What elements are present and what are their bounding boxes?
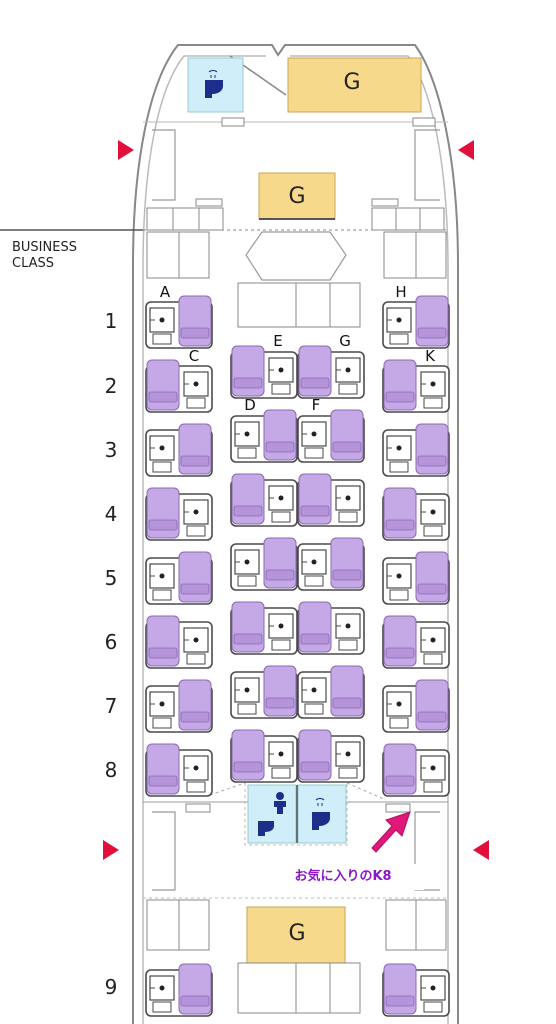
seat-center-left[interactable] — [230, 665, 298, 719]
row-number: 9 — [104, 975, 118, 999]
seat-left[interactable] — [145, 551, 213, 605]
seat-right[interactable] — [382, 551, 450, 605]
seat-left[interactable] — [145, 679, 213, 733]
row-number: 6 — [104, 630, 118, 654]
seat-center-right[interactable] — [297, 601, 365, 655]
galley-label: G — [288, 921, 306, 946]
column-label-d: D — [244, 396, 256, 414]
seat-right[interactable] — [382, 487, 450, 541]
seat-right[interactable] — [382, 743, 450, 797]
seat-center-left[interactable] — [230, 537, 298, 591]
lavatory-icon — [312, 798, 330, 830]
favorite-seat-label: お気に入りのK8 — [262, 864, 424, 890]
column-label-e: E — [273, 332, 283, 350]
exit-arrow-icon — [103, 840, 119, 860]
seat-right[interactable] — [382, 295, 450, 349]
column-label-f: F — [311, 396, 321, 414]
seat-left[interactable] — [145, 963, 213, 1017]
column-label-k: K — [425, 347, 435, 365]
seat-right[interactable] — [382, 615, 450, 669]
seat-center-right[interactable] — [297, 409, 365, 463]
business-class-label: BUSINESS CLASS — [12, 240, 77, 272]
seat-center-right[interactable] — [297, 473, 365, 527]
seat-center-left[interactable] — [230, 601, 298, 655]
row-number: 3 — [104, 438, 118, 462]
seat-right[interactable] — [382, 963, 450, 1017]
seat-center-left[interactable] — [230, 345, 298, 399]
seat-left[interactable] — [145, 487, 213, 541]
seat-center-right[interactable] — [297, 537, 365, 591]
seat-right[interactable] — [382, 359, 450, 413]
row-number: 8 — [104, 758, 118, 782]
seat-left[interactable] — [145, 295, 213, 349]
lavatory-icon — [205, 70, 223, 98]
seat-center-left[interactable] — [230, 409, 298, 463]
seat-left[interactable] — [145, 743, 213, 797]
row-number: 7 — [104, 694, 118, 718]
seat-left[interactable] — [145, 615, 213, 669]
class-label-line2: CLASS — [12, 256, 55, 271]
column-label-a: A — [159, 283, 171, 301]
exit-arrow-icon — [458, 140, 474, 160]
seat-left[interactable] — [145, 423, 213, 477]
favorite-arrow-icon — [371, 811, 411, 853]
seat-center-right[interactable] — [297, 729, 365, 783]
seat-center-left[interactable] — [230, 729, 298, 783]
galley-label: G — [288, 184, 306, 209]
seat-center-right[interactable] — [297, 345, 365, 399]
exit-arrow-icon — [118, 140, 134, 160]
column-label-h: H — [395, 283, 407, 301]
seat-center-left[interactable] — [230, 473, 298, 527]
class-label-line1: BUSINESS — [12, 240, 77, 255]
seat-center-right[interactable] — [297, 665, 365, 719]
seat-right[interactable] — [382, 423, 450, 477]
exit-arrow-icon — [473, 840, 489, 860]
column-label-g: G — [339, 332, 351, 350]
row-number: 4 — [104, 502, 118, 526]
lavatory-icon — [258, 821, 274, 836]
galley-label: G — [343, 70, 361, 95]
seat-right[interactable] — [382, 679, 450, 733]
seat-left[interactable] — [145, 359, 213, 413]
row-number: 2 — [104, 374, 118, 398]
row-number: 1 — [104, 309, 118, 333]
baby-changing-icon — [274, 792, 286, 814]
row-number: 5 — [104, 566, 118, 590]
column-label-c: C — [188, 347, 200, 365]
